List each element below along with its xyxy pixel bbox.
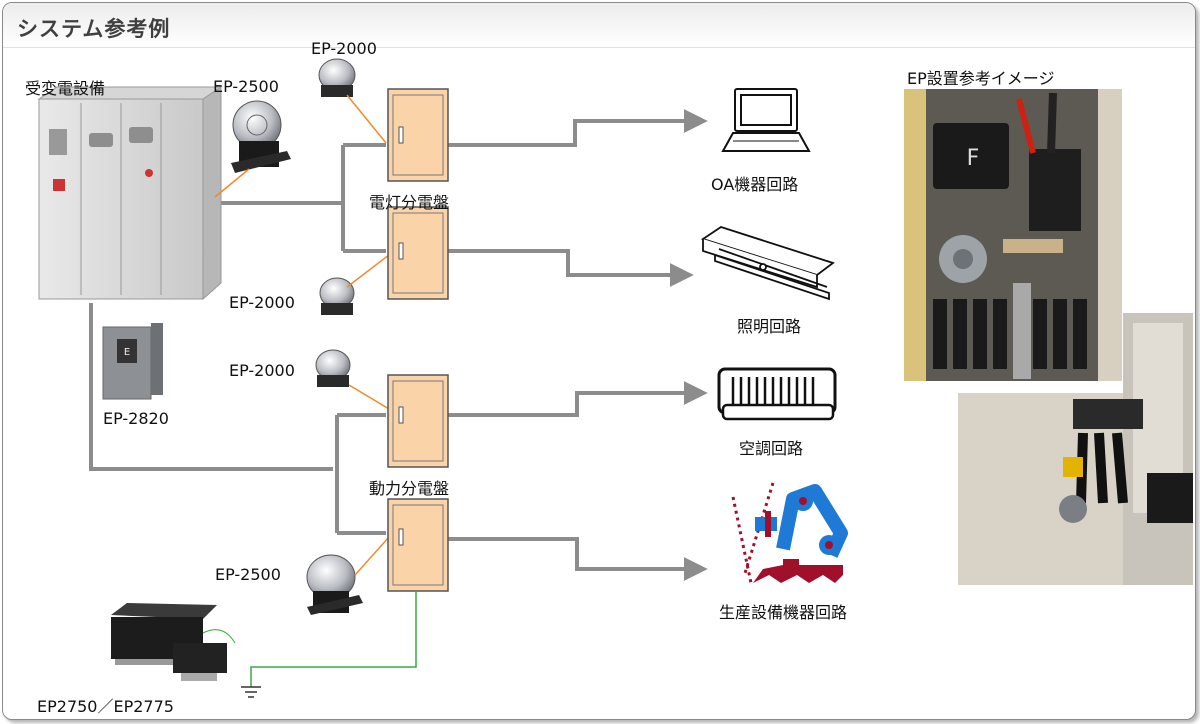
ep2500-bottom-label: EP-2500: [215, 565, 281, 584]
lighting-panel-label: 電灯分電盤: [369, 193, 450, 212]
lighting-panel-top: [387, 88, 449, 182]
aircon-circuit-label: 空調回路: [739, 439, 804, 458]
power-panel-top: [387, 374, 449, 468]
ground-symbol: [241, 686, 261, 698]
oa-circuit-label: OA機器回路: [711, 175, 799, 194]
svg-text:F: F: [967, 146, 980, 171]
power-panel-bottom: [387, 498, 449, 592]
aircon-icon: [717, 367, 837, 421]
substation-cabinet: [37, 86, 223, 301]
ep2500-top-device: [214, 100, 291, 198]
production-circuit-label: 生産設備機器回路: [719, 603, 848, 622]
ep2820-device: E: [102, 323, 163, 400]
ground-line: [250, 591, 417, 687]
ep2000-mid-label: EP-2000: [229, 293, 295, 312]
light-fixture-icon: [700, 226, 835, 301]
ep2000-top-device: [318, 58, 387, 144]
diagram-title: システム参考例: [17, 17, 171, 41]
lighting-panel-bottom: [387, 206, 449, 300]
trunk-lines: [89, 109, 708, 581]
ep2000-power-label: EP-2000: [229, 361, 295, 380]
ep2500-bottom-device: [306, 536, 390, 615]
ep2000-mid-device: [319, 254, 390, 315]
svg-text:E: E: [124, 347, 130, 358]
ep2750-label: EP2750／EP2775: [37, 697, 174, 716]
ep2000-power-device: [315, 349, 390, 410]
system-diagram: E: [37, 58, 1193, 698]
lighting-circuit-label: 照明回路: [737, 317, 802, 336]
ep2820-label: EP-2820: [103, 409, 169, 428]
title-bar: [3, 3, 1195, 48]
ep2750-device: [111, 603, 236, 681]
substation-label: 受変電設備: [25, 79, 106, 98]
install-image-label: EP設置参考イメージ: [907, 69, 1055, 88]
install-photo-2: [958, 313, 1193, 585]
laptop-icon: [721, 88, 811, 152]
power-panel-label: 動力分電盤: [369, 479, 450, 498]
install-photo-1: F: [904, 89, 1122, 381]
robot-arm-icon: [731, 482, 848, 584]
ep2500-top-label: EP-2500: [213, 77, 279, 96]
ep2000-top-label: EP-2000: [311, 39, 377, 58]
